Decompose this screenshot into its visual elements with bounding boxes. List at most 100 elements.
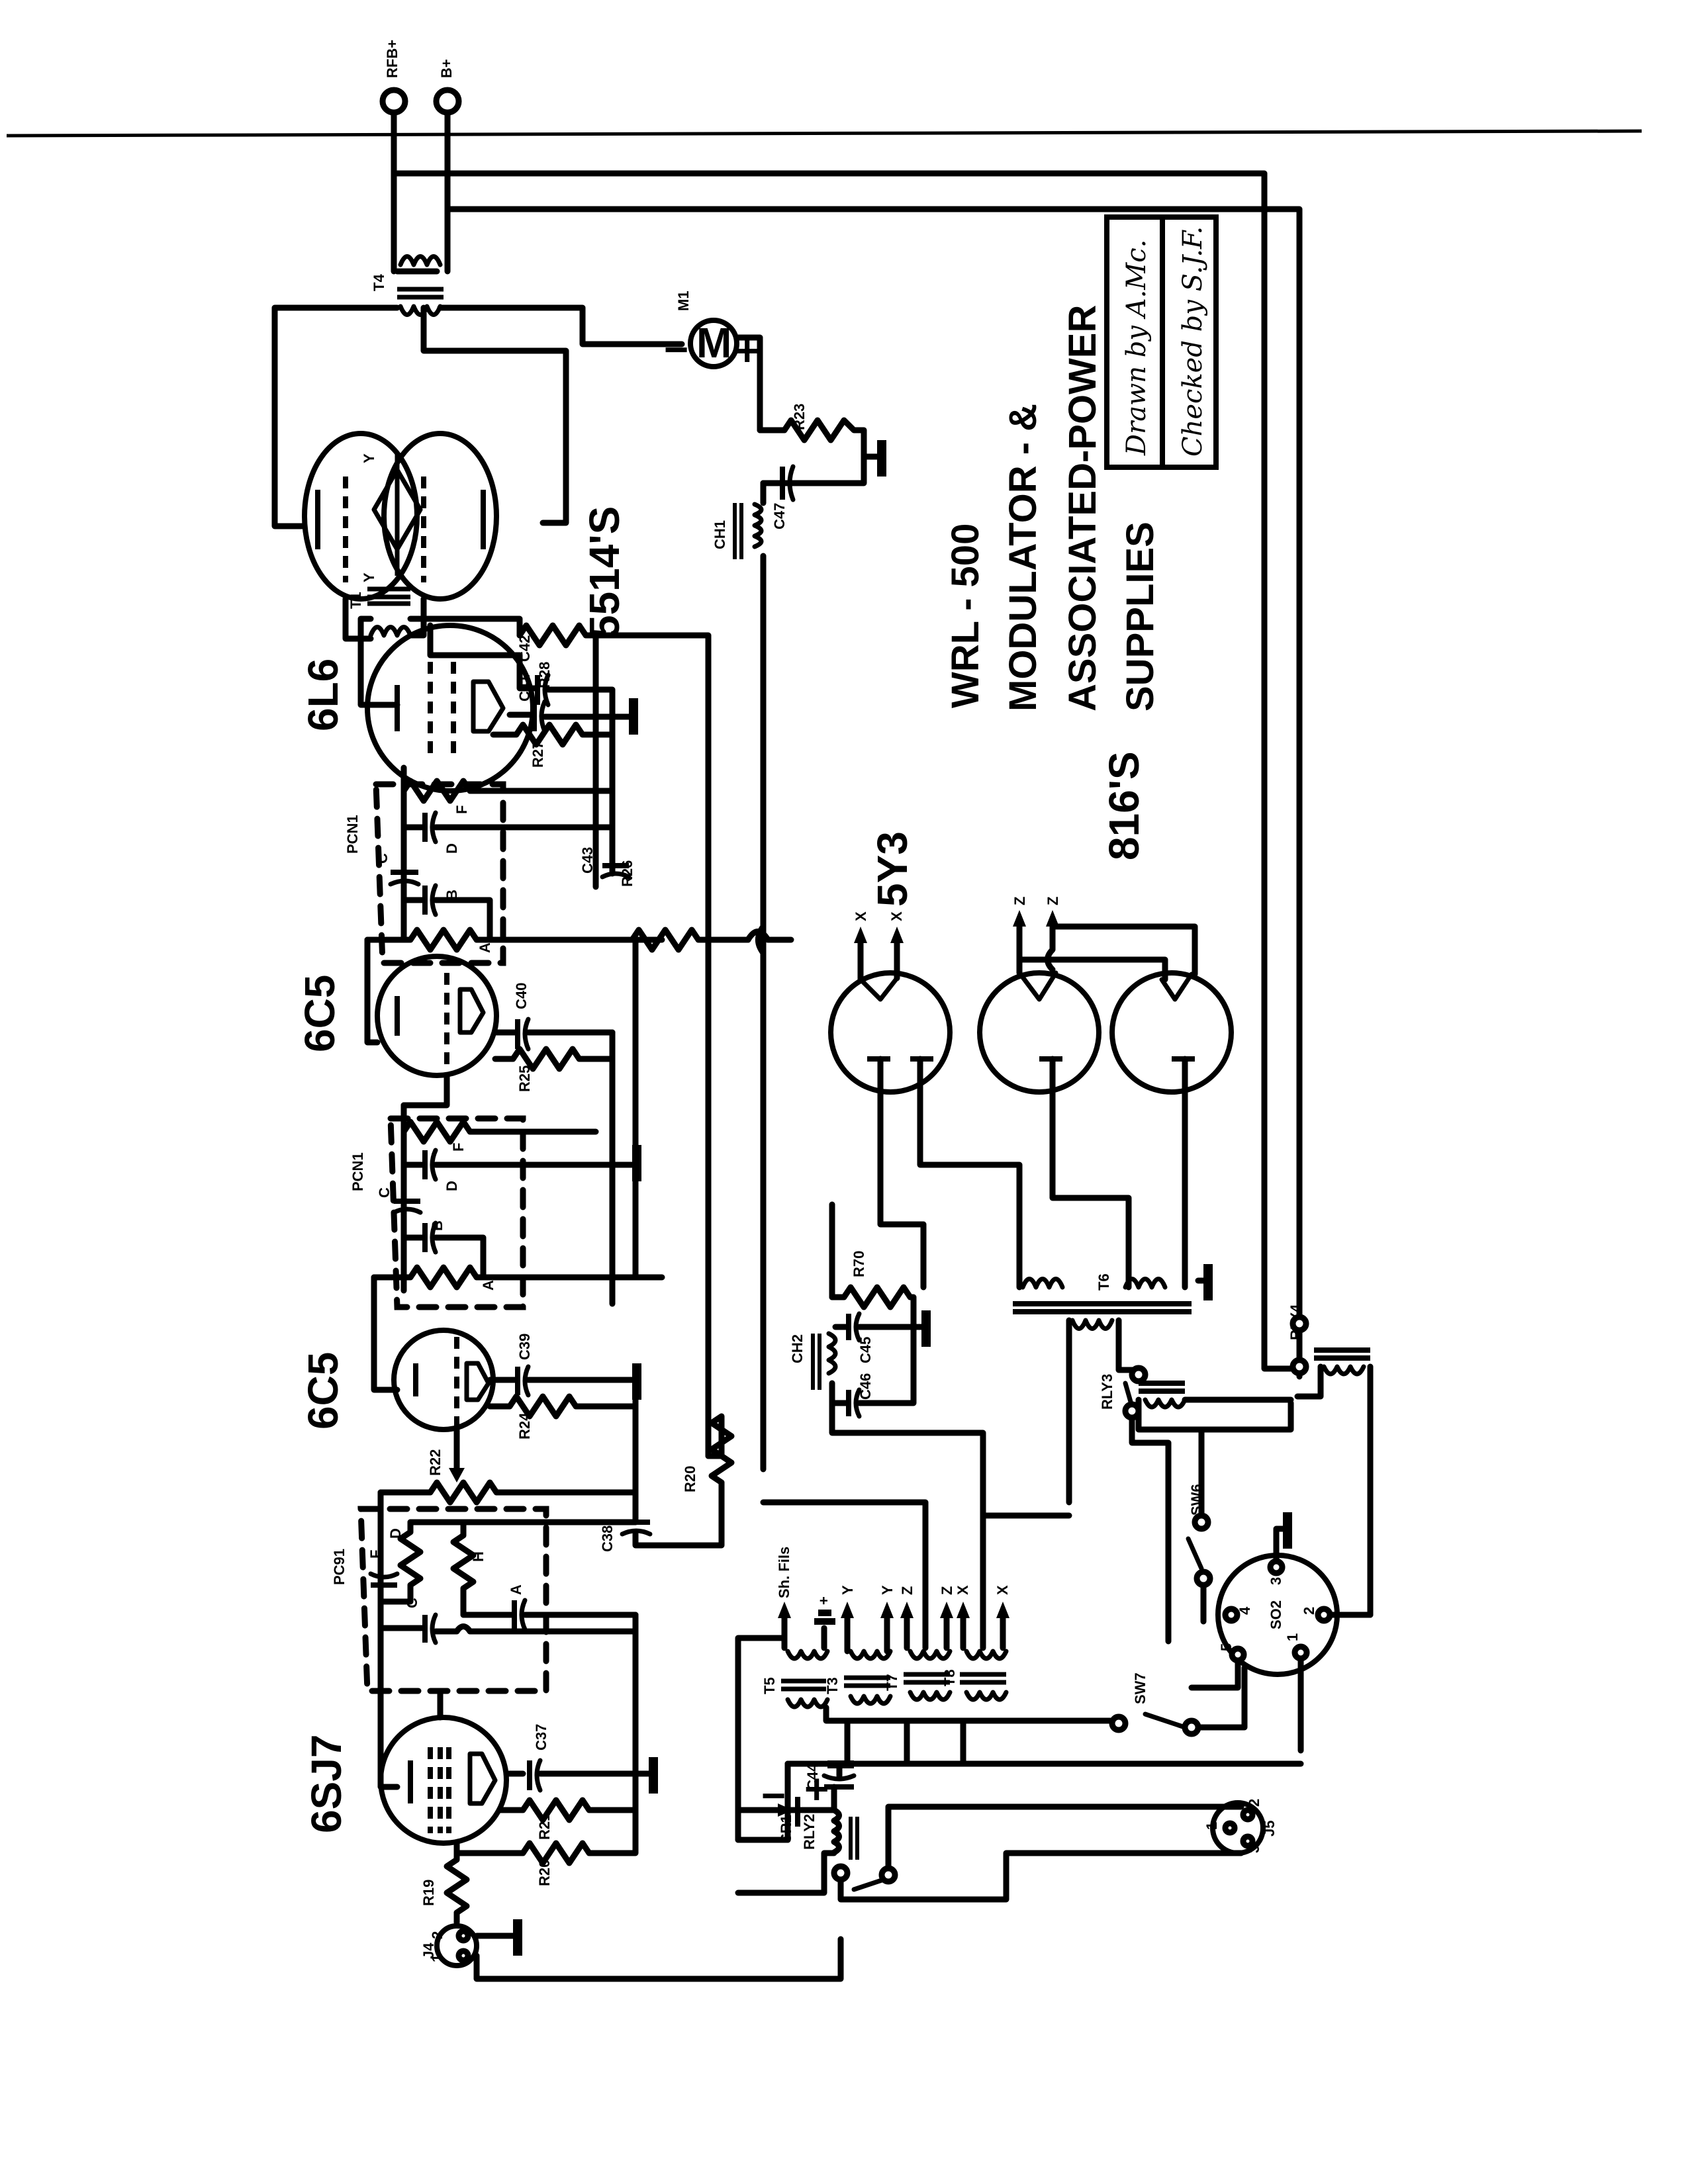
label-r26: R26 xyxy=(619,860,635,887)
label-c39: C39 xyxy=(516,1334,533,1360)
approval-box: Drawn by A.Mc. Checked by S.J.F. xyxy=(1104,214,1219,470)
so2-pin-2: 2 xyxy=(1301,1607,1317,1615)
meter-m1: M − + M1 xyxy=(664,291,763,433)
relay-rly3: RLY3 xyxy=(1099,1374,1294,1645)
label-c40: C40 xyxy=(513,983,530,1009)
sr1-minus: − xyxy=(761,1772,786,1819)
title-line-4: SUPPLIES xyxy=(1119,522,1162,711)
label-r21: R21 xyxy=(536,1813,553,1840)
tube-label-5y3: 5Y3 xyxy=(868,831,916,907)
label-pcn1-lower: PCN1 xyxy=(350,1152,366,1191)
pc91-f: F xyxy=(367,1550,384,1559)
label-sw7: SW7 xyxy=(1132,1672,1149,1704)
label-r24-cath: R24 xyxy=(516,1412,533,1439)
pcn1-lower-b: B xyxy=(429,1220,445,1231)
pc91-h: H xyxy=(470,1551,487,1562)
j4-pin-2: 2 xyxy=(429,1931,445,1939)
label-c43: C43 xyxy=(579,847,596,874)
tube-label-6c5-upper: 6C5 xyxy=(296,975,344,1052)
pcn1-upper-b: B xyxy=(444,889,460,900)
tube-label-6l6: 6L6 xyxy=(299,659,347,731)
r23-c47-network: R23 C47 CH1 xyxy=(712,404,886,1473)
ch2-filter: R70 C45 CH2 C46 xyxy=(789,1201,986,1519)
label-j5: J5 xyxy=(1261,1821,1278,1837)
pcn1-lower-a: A xyxy=(480,1280,496,1291)
label-rly2: RLY2 xyxy=(801,1814,818,1850)
label-5y3-x1: X xyxy=(853,911,869,921)
meter-minus: − xyxy=(664,326,688,373)
pcn1-upper-a: A xyxy=(477,942,493,953)
switch-sw6: SW6 xyxy=(1186,1484,1213,1625)
so2-pin-1: 1 xyxy=(1284,1633,1301,1641)
terminal-b-plus: B+ xyxy=(433,59,462,116)
terminal-bplus-label: B+ xyxy=(438,59,455,78)
so2-pin-4: 4 xyxy=(1237,1606,1253,1615)
label-t8-x2: X xyxy=(994,1585,1011,1595)
label-r70: R70 xyxy=(851,1251,867,1277)
tube-6sj7: 6SJ7 C37 R21 R20 R19 xyxy=(303,1612,658,1926)
label-r22: R22 xyxy=(427,1449,444,1476)
label-t6: T6 xyxy=(1096,1273,1112,1291)
label-t3: T3 xyxy=(824,1677,841,1694)
sr1-rly2-j5: SR1 − + C44 RLY2 xyxy=(735,1760,1244,1903)
pcn1-lower-c: C xyxy=(376,1187,393,1198)
label-sw6: SW6 xyxy=(1188,1484,1205,1516)
label-rly3: RLY3 xyxy=(1099,1374,1115,1410)
tube-5514-pair: Y Y 5514'S xyxy=(302,431,628,642)
jack-j5: 1 2 3 J5 xyxy=(1203,1799,1278,1856)
transformer-t3: Y Y T3 xyxy=(824,1585,896,1706)
tube-6c5-lower: 6C5 C39 R24 xyxy=(299,1274,641,1482)
label-5y3-x2: X xyxy=(888,911,905,921)
pcn1-lower-d: D xyxy=(444,1181,460,1191)
j4-pin-1: 1 xyxy=(429,1954,445,1962)
label-j4: J4 xyxy=(420,1942,437,1959)
label-c41: C41 xyxy=(516,675,533,702)
label-c45: C45 xyxy=(857,1337,874,1363)
label-t7: T7 xyxy=(884,1674,900,1691)
drawn-by: Drawn by A.Mc. xyxy=(1121,240,1152,456)
label-r20: R20 xyxy=(536,1860,553,1886)
pc91-c: C xyxy=(404,1598,420,1608)
title-line-1: WRL - 500 xyxy=(944,523,987,708)
title-line-3: ASSOCIATED-POWER xyxy=(1061,305,1104,711)
label-t1: T1 xyxy=(348,592,364,609)
label-c42: C42 xyxy=(516,635,533,662)
transformer-t7: Z Z T7 xyxy=(760,1499,955,1702)
label-t4: T4 xyxy=(371,274,387,291)
label-t7-z1: Z xyxy=(899,1586,915,1595)
meter-plus: + xyxy=(735,327,759,375)
label-pcn1-upper: PCN1 xyxy=(344,815,361,854)
pc91-d: D xyxy=(387,1528,404,1539)
transformer-t8: X X T8 xyxy=(941,1512,1072,1702)
tube-816-pair: Z Z 816'S xyxy=(977,751,1234,1291)
meter-symbol: M xyxy=(696,319,731,367)
label-c44: C44 xyxy=(804,1763,821,1790)
tube-label-5514: 5514'S xyxy=(581,506,628,639)
title-line-2: MODULATOR - & xyxy=(1002,404,1045,711)
label-t5-shfils: Sh. Fils xyxy=(776,1547,792,1598)
terminal-rfb-label: RFB+ xyxy=(384,40,400,78)
terminal-rfb-plus: RFB+ xyxy=(379,40,408,116)
label-t5-plus: + xyxy=(816,1596,832,1605)
so2-pin-5: 5 xyxy=(1218,1643,1235,1651)
label-5514-y1: Y xyxy=(361,453,377,463)
socket-so2: 3 2 4 5 1 SO2 xyxy=(1188,1512,1374,1754)
header-rule xyxy=(6,129,1642,138)
label-r20-feed: R20 xyxy=(682,1466,698,1492)
pc91-a: A xyxy=(508,1584,524,1595)
jack-j4: 2 1 J4 xyxy=(420,1919,844,1982)
pcn1-upper-d: D xyxy=(444,843,460,854)
network-pc91: PC91 D F H A C xyxy=(331,1489,639,1724)
label-c46: C46 xyxy=(857,1373,874,1400)
label-ch1: CH1 xyxy=(712,520,728,549)
label-c47: C47 xyxy=(771,503,788,529)
checked-by: Checked by S.J.F. xyxy=(1178,226,1208,457)
pcn1-upper-f: F xyxy=(453,805,470,814)
network-pcn1-upper: PCN1 F D C B A C43 R26 xyxy=(344,632,794,966)
label-c37: C37 xyxy=(533,1724,549,1751)
switch-sw7: SW7 xyxy=(1132,1664,1248,1737)
label-816-z1: Z xyxy=(1011,897,1028,905)
label-ch2: CH2 xyxy=(789,1334,806,1363)
label-t3-y1: Y xyxy=(839,1585,856,1595)
